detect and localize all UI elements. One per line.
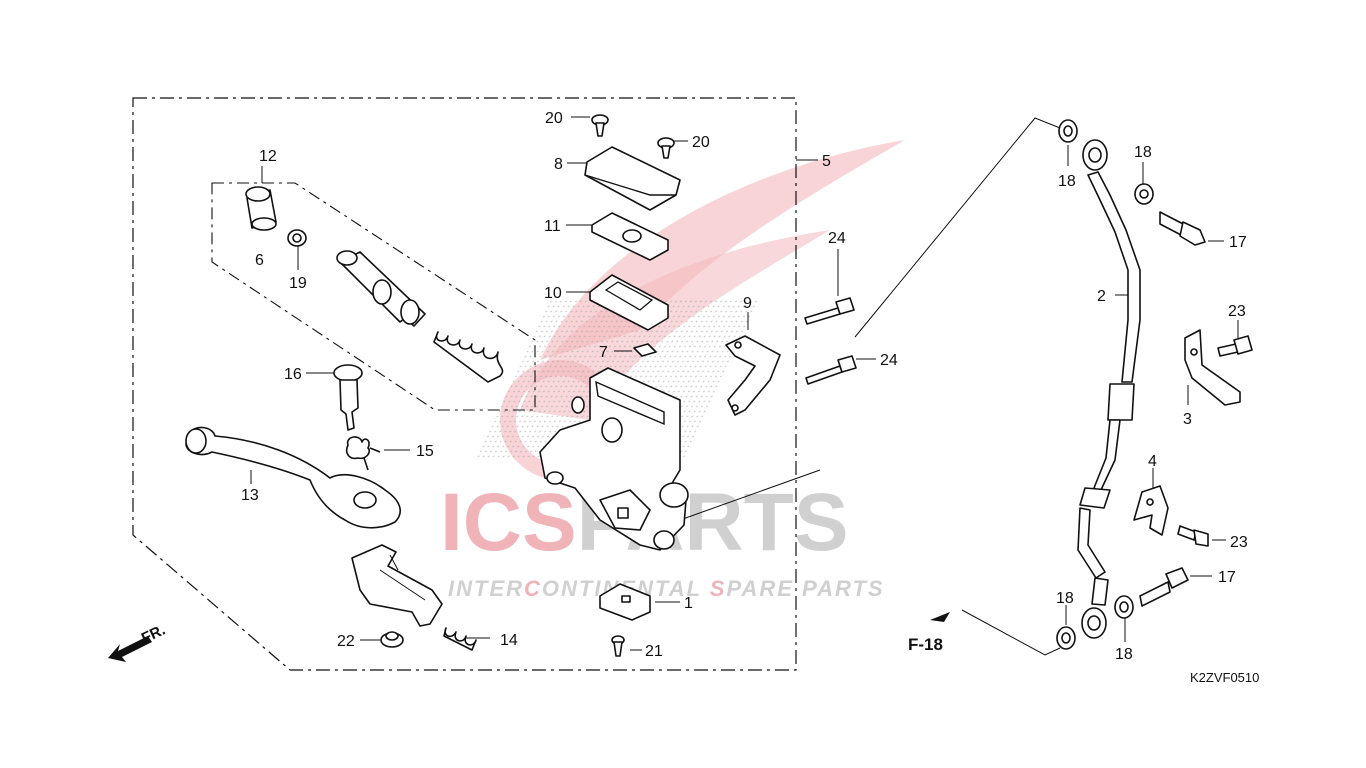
- part-14-spring: [443, 627, 477, 651]
- callout-17-lower: 17: [1218, 569, 1236, 586]
- callout-23-lower: 23: [1230, 534, 1248, 551]
- part-3-hose-clamp: [1184, 329, 1241, 406]
- part-23-bolt-lower: [1177, 525, 1209, 547]
- part-22-nut: [380, 631, 404, 648]
- leader-lines: [250, 116, 1239, 656]
- part-21-screw: [611, 635, 625, 657]
- part-8-reservoir-cap: [584, 146, 681, 211]
- front-direction-label: FR.: [139, 621, 168, 647]
- part-1-stop-switch: [599, 583, 651, 621]
- part-2-brake-hose: [1077, 139, 1141, 639]
- callout-20-right: 20: [692, 134, 710, 151]
- reference-label: F-18: [908, 635, 943, 654]
- callout-6: 6: [255, 252, 264, 269]
- part-18-washer-lower-right: [1114, 595, 1134, 619]
- part-23-bolt-upper: [1217, 335, 1253, 357]
- callout-5: 5: [822, 153, 831, 170]
- callout-9: 9: [743, 295, 752, 312]
- part-6-collar: [245, 186, 277, 231]
- callout-17-upper: 17: [1229, 234, 1247, 251]
- callout-12: 12: [259, 148, 277, 165]
- part-13-brake-lever: [185, 426, 401, 529]
- callout-21: 21: [645, 643, 663, 660]
- callout-3: 3: [1183, 411, 1192, 428]
- callout-4: 4: [1148, 453, 1157, 470]
- callout-18-upper-right: 18: [1134, 144, 1152, 161]
- callout-24-lower: 24: [880, 352, 898, 369]
- part-18-washer-top: [1058, 119, 1078, 143]
- callout-15: 15: [416, 443, 434, 460]
- callout-18-bottom-right: 18: [1115, 646, 1133, 663]
- front-arrow-icon: [108, 636, 152, 662]
- callout-20-left: 20: [545, 110, 563, 127]
- part-17-banjo-bolt-upper: [1159, 211, 1206, 246]
- part-24-bolt-lower: [805, 355, 857, 385]
- callout-2: 2: [1097, 288, 1106, 305]
- callout-7: 7: [599, 344, 608, 361]
- part-19-circlip: [287, 229, 307, 247]
- callout-24-upper: 24: [828, 230, 846, 247]
- part-9-holder: [725, 335, 781, 416]
- callout-18-top: 18: [1058, 173, 1076, 190]
- part-15-lever-spring: [345, 436, 381, 471]
- master-cylinder-body: [539, 367, 689, 551]
- callout-14: 14: [500, 632, 518, 649]
- part-20-screw-left: [591, 114, 609, 137]
- part-4-hose-clamp: [1133, 485, 1169, 536]
- callout-10: 10: [544, 285, 562, 302]
- master-cylinder-assembly-boundary: [132, 97, 797, 671]
- part-17-banjo-bolt-lower: [1139, 567, 1189, 607]
- switch-bracket: [351, 544, 443, 627]
- front-direction-arrow: FR.: [108, 621, 168, 662]
- part-16-pivot-bolt: [333, 364, 363, 431]
- callout-1: 1: [684, 595, 693, 612]
- piston: [336, 250, 426, 327]
- part-18-washer-upper-right: [1134, 183, 1154, 205]
- callout-18-bottom-left: 18: [1056, 590, 1074, 607]
- callout-11: 11: [544, 218, 561, 235]
- part-10-diaphragm: [589, 274, 669, 331]
- callout-labels: 1 2 3 4 5 6 7 8 9 10 11 12 13 14 15 16 1…: [241, 110, 1248, 663]
- part-18-washer-bottom: [1056, 626, 1076, 650]
- callout-19: 19: [289, 275, 307, 292]
- callout-23-upper: 23: [1228, 303, 1246, 320]
- watermark-brand: ICSPARTS: [440, 477, 849, 568]
- watermark-tagline: INTERCONTINENTAL SPARE PARTS: [448, 576, 885, 601]
- part-20-screw-right: [657, 137, 675, 159]
- piston-spring: [433, 331, 504, 383]
- part-7-clip: [633, 343, 657, 357]
- piston-kit-boundary: [211, 182, 536, 411]
- callout-8: 8: [554, 156, 563, 173]
- diagram-code: K2ZVF0510: [1190, 670, 1259, 685]
- part-11-diaphragm-plate: [591, 212, 669, 261]
- callout-13: 13: [241, 487, 259, 504]
- callout-16: 16: [284, 366, 302, 383]
- part-24-bolt-upper: [804, 297, 855, 325]
- callout-22: 22: [337, 633, 355, 650]
